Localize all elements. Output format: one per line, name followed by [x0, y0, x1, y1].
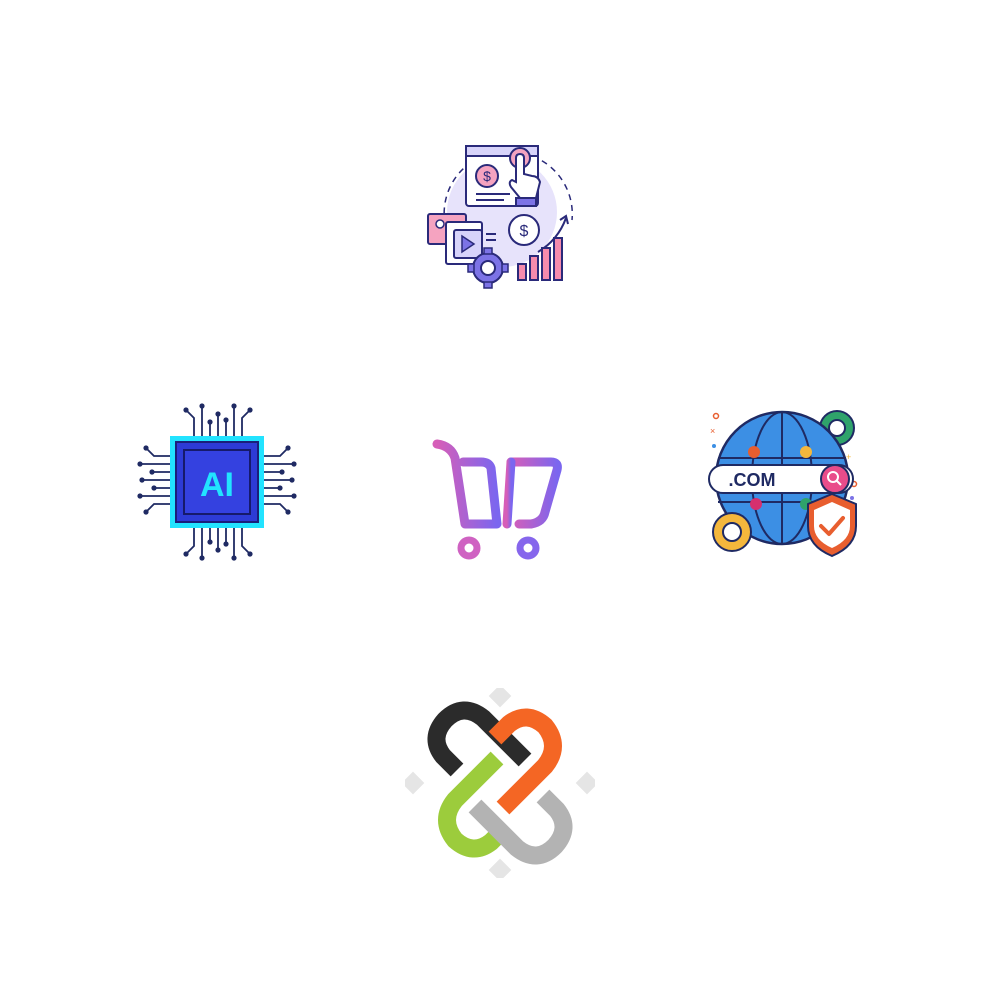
svg-text:$: $ [520, 223, 529, 240]
domain-security-icon: × + .COM [700, 400, 865, 565]
domain-label: .COM [729, 470, 776, 490]
svg-text:×: × [710, 426, 715, 436]
monetization-icon: $ $ [420, 140, 580, 290]
svg-text:+: + [846, 452, 851, 462]
ai-chip-label: AI [200, 466, 234, 504]
ai-chip-icon: AI [132, 400, 302, 565]
link-logo-icon [405, 688, 595, 878]
svg-text:$: $ [483, 168, 491, 184]
shopping-cart-icon [425, 432, 570, 567]
